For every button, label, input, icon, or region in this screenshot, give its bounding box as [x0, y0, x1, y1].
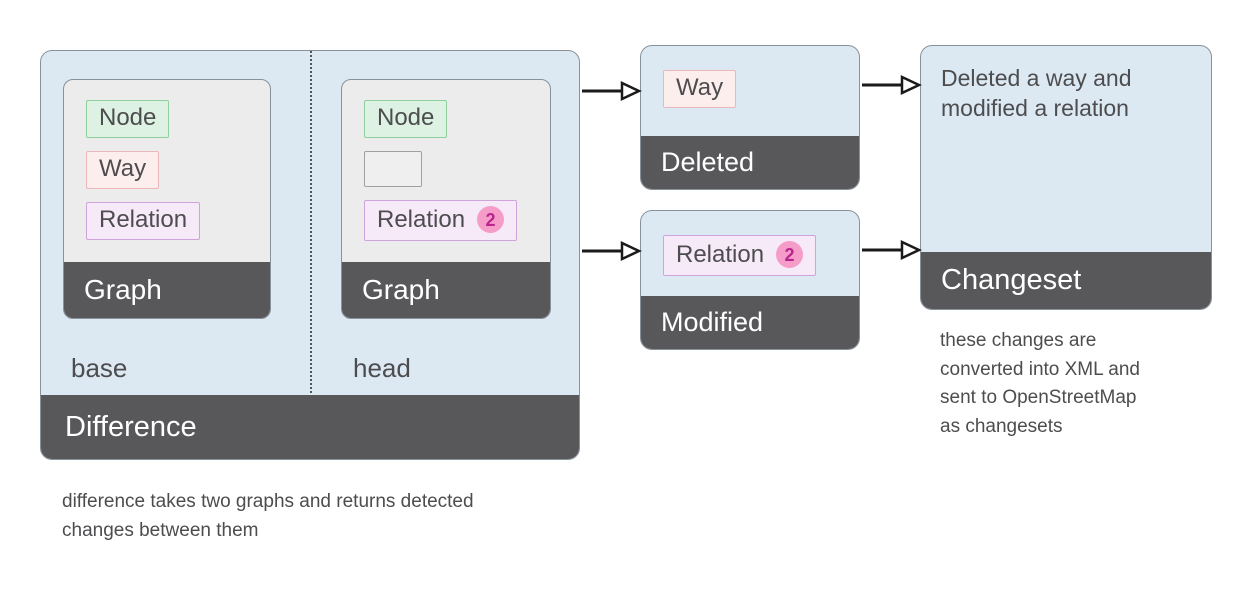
base-graph-title: Graph	[84, 274, 162, 305]
base-label: base	[71, 353, 128, 383]
head-graph-footer: Graph	[342, 262, 550, 318]
head-graph-title: Graph	[362, 274, 440, 305]
count-badge: 2	[477, 206, 505, 233]
dotted-divider	[310, 51, 312, 397]
changeset-footer: Changeset	[921, 252, 1211, 309]
empty-chip	[364, 151, 422, 187]
difference-title: Difference	[65, 410, 197, 443]
head-graph-panel: Node Relation 2 Graph	[341, 79, 551, 319]
deleted-title: Deleted	[661, 147, 755, 177]
modified-title: Modified	[661, 307, 764, 337]
head-label: head	[353, 353, 411, 383]
base-graph-footer: Graph	[64, 262, 270, 318]
way-chip: Way	[663, 70, 737, 108]
changeset-panel: Deleted a way and modified a relation Ch…	[920, 45, 1212, 310]
deleted-panel: Way Deleted	[640, 45, 860, 190]
modified-footer: Modified	[641, 296, 859, 349]
base-graph-panel: Node Way Relation Graph	[63, 79, 271, 319]
relation-chip-label: Relation	[377, 205, 466, 233]
way-chip: Way	[86, 151, 160, 189]
arrow-modified-to-changeset	[862, 240, 922, 260]
arrow-difference-to-modified	[582, 241, 642, 261]
difference-panel: Node Way Relation Graph Node Relation 2 …	[40, 50, 580, 460]
relation-chip: Relation	[86, 202, 201, 240]
changeset-caption: these changes are converted into XML and…	[940, 330, 1140, 437]
count-badge: 2	[776, 241, 804, 268]
difference-footer: Difference	[41, 395, 579, 459]
relation-chip-label: Relation	[676, 240, 765, 268]
changeset-title: Changeset	[941, 264, 1082, 296]
node-chip: Node	[364, 100, 448, 138]
head-graph-chips: Node Relation 2	[342, 80, 550, 241]
modified-panel: Relation 2 Modified	[640, 210, 860, 350]
changeset-summary: Deleted a way and modified a relation	[941, 65, 1132, 121]
node-chip: Node	[86, 100, 170, 138]
base-graph-chips: Node Way Relation	[64, 80, 270, 240]
arrow-difference-to-deleted	[582, 81, 642, 101]
deleted-footer: Deleted	[641, 136, 859, 189]
relation-chip: Relation 2	[663, 235, 817, 276]
relation-chip: Relation 2	[364, 200, 518, 241]
difference-caption: difference takes two graphs and returns …	[62, 491, 474, 541]
arrow-deleted-to-changeset	[862, 75, 922, 95]
